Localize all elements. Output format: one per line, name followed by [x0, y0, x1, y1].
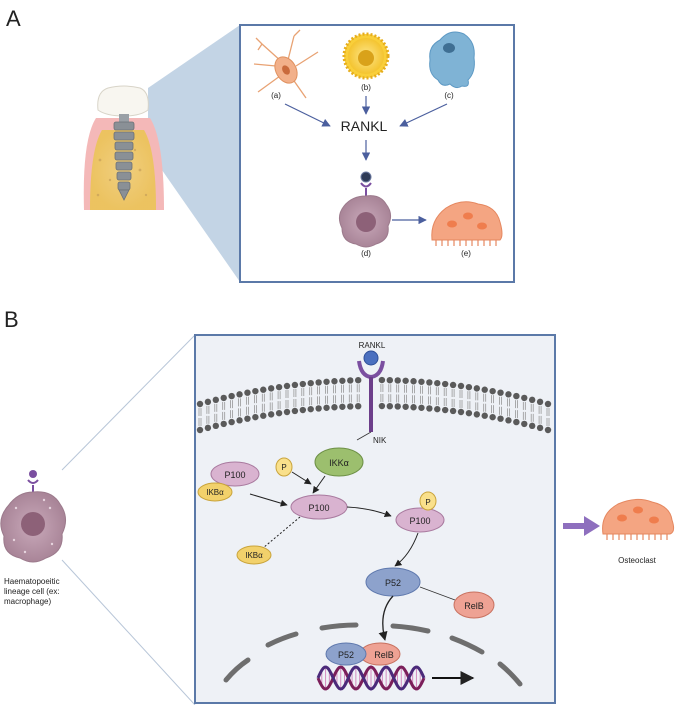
nuclear-envelope	[223, 622, 523, 687]
ikba-released-label: IKBα	[245, 551, 263, 560]
ikka-label: IKKα	[329, 458, 349, 468]
dental-implant-illustration	[83, 85, 164, 210]
dna-double-helix	[316, 665, 426, 691]
p52-relb-link	[419, 586, 456, 601]
purple-arrow-to-osteoclast	[563, 516, 600, 536]
osteoclast-caption: Osteoclast	[618, 556, 657, 565]
p100-phospho-label: P100	[409, 516, 430, 526]
cell-c-label: (c)	[444, 91, 454, 100]
arrow-ikka-to-p100	[312, 475, 326, 494]
arrow-p52-to-nucleus	[378, 595, 394, 641]
arrow-p-to-p100	[291, 471, 312, 485]
left-cell-caption-2: lineage cell (ex:	[4, 587, 60, 596]
ikba-released-node	[236, 545, 272, 565]
phosphate-label-1: P	[281, 463, 286, 472]
cell-e-label: (e)	[461, 249, 471, 258]
rankl-receptor	[357, 350, 385, 432]
cell-e-osteoclast	[431, 201, 503, 246]
ikba-complex-label: IKBα	[206, 488, 224, 497]
p100-complex-label: P100	[224, 470, 245, 480]
panel-b-label: B	[4, 307, 19, 332]
panel-b-frame	[194, 334, 556, 704]
left-cell-caption-1: Haematopoeitic	[4, 577, 60, 586]
cell-c-blue-cell	[429, 31, 475, 89]
arrow-a-to-rankl	[284, 103, 331, 127]
cell-a-osteocyte	[253, 29, 319, 99]
osteoclast-right	[602, 498, 675, 540]
rankl-center-label: RANKL	[341, 118, 388, 134]
phosphate-node-2	[419, 491, 437, 511]
zoom-projection-a	[148, 25, 240, 282]
p100-phospho-node	[395, 507, 445, 533]
cell-membrane-bilayer	[196, 376, 552, 434]
arrow-p100-to-p100p	[346, 506, 392, 518]
nucleus-p52-node	[325, 642, 367, 666]
arrow-p100-to-p52	[394, 532, 419, 567]
nucleus-relb-label: RelB	[374, 650, 394, 660]
panel-a-label: A	[6, 6, 21, 31]
dashed-ikba-release	[262, 516, 301, 549]
nik-connector	[356, 431, 372, 441]
nik-label: NIK	[373, 436, 387, 445]
projection-line-bottom	[61, 559, 196, 705]
p52-label: P52	[385, 578, 401, 588]
cell-b-label: (b)	[361, 83, 371, 92]
arrow-complex-to-p100	[249, 493, 288, 507]
cell-b-osteoblast	[342, 32, 390, 80]
phosphate-label-2: P	[425, 498, 430, 507]
arrow-c-to-rankl	[399, 103, 448, 127]
relb-label: RelB	[464, 601, 484, 611]
ikka-node	[314, 447, 364, 477]
left-cell-caption-3: macrophage)	[4, 597, 51, 606]
rankl-label-b: RANKL	[359, 341, 386, 350]
cell-a-label: (a)	[271, 91, 281, 100]
cell-d-label: (d)	[361, 249, 371, 258]
ikba-complex-node	[197, 482, 233, 502]
projection-line-top	[61, 334, 196, 471]
p100-complex-node	[210, 461, 260, 487]
nucleus-p52-label: P52	[338, 650, 354, 660]
haematopoietic-cell	[0, 470, 66, 563]
cell-d-precursor	[338, 171, 392, 248]
p100-mid-label: P100	[308, 503, 329, 513]
phosphate-node-1	[275, 457, 293, 477]
relb-node	[453, 591, 495, 619]
